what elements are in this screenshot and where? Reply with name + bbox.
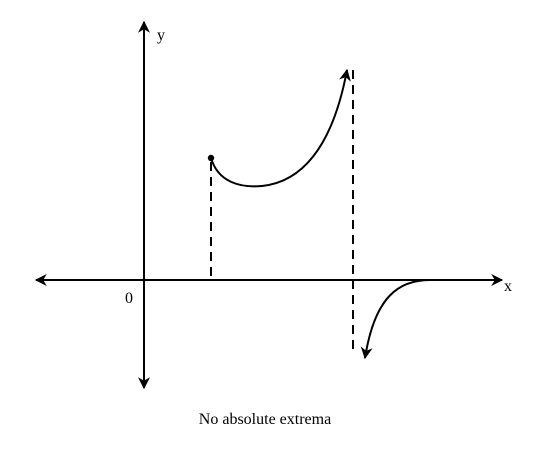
upper-curve xyxy=(210,68,351,188)
caption: No absolute extrema xyxy=(198,411,332,428)
lower-curve xyxy=(360,279,431,360)
x-axis-label: x xyxy=(504,278,512,295)
y-axis-label: y xyxy=(157,27,165,44)
origin-label: 0 xyxy=(125,290,133,307)
